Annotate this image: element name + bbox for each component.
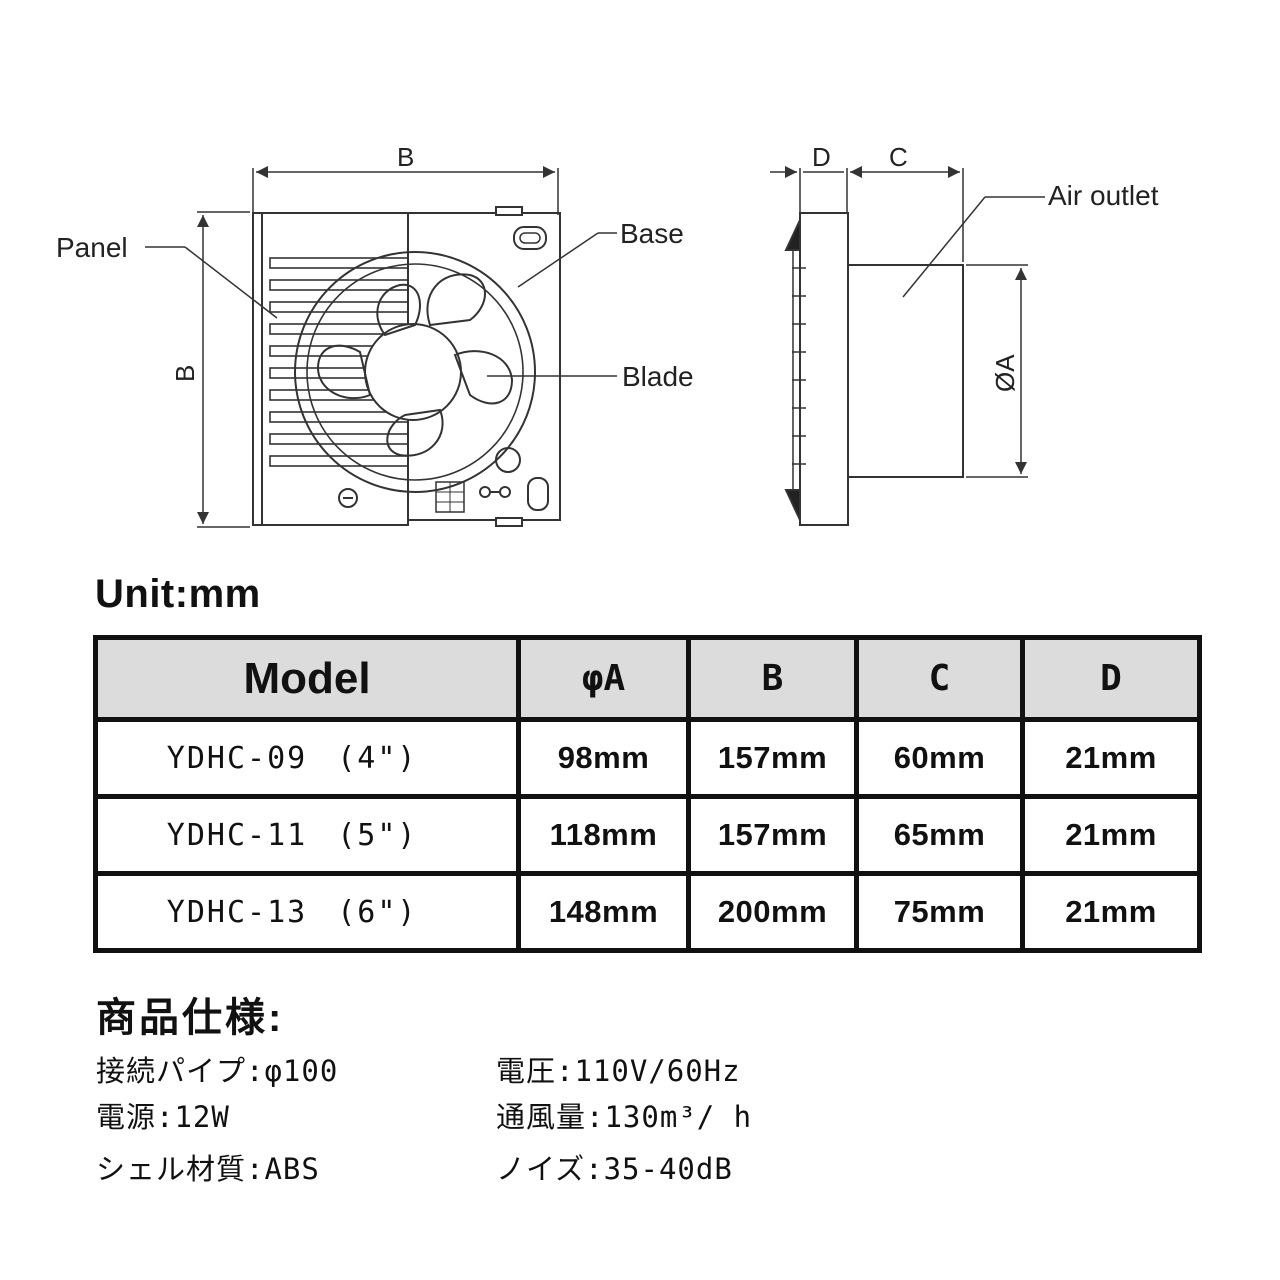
spec-pipe: 接続パイプ:φ100 [96, 1054, 339, 1088]
spec-power: 電源:12W [96, 1100, 230, 1134]
header-d: D [1020, 635, 1202, 722]
spec-noise: ノイズ:35-40dB [496, 1152, 733, 1186]
cell-b: 157mm [686, 794, 859, 876]
front-dim-left-label: B [170, 365, 200, 382]
table-row: YDHC-11 (5") 118mm 157mm 65mm 21mm [93, 794, 1202, 876]
unit-label: Unit:mm [95, 572, 261, 616]
cell-d: 21mm [1020, 794, 1202, 876]
header-model: Model [93, 635, 521, 722]
dimension-table: Model φA B C D YDHC-09 (4") 98mm 157mm 60… [93, 635, 1202, 953]
cell-d: 21mm [1020, 717, 1202, 799]
cell-b: 200mm [686, 871, 859, 953]
model-size: (5") [337, 817, 418, 853]
spec-material: シェル材質:ABS [96, 1152, 320, 1186]
front-view [145, 166, 617, 528]
cell-c: 75mm [854, 871, 1025, 953]
table-row: YDHC-13 (6") 148mm 200mm 75mm 21mm [93, 871, 1202, 953]
cell-c: 65mm [854, 794, 1025, 876]
cell-d: 21mm [1020, 871, 1202, 953]
label-air-outlet: Air outlet [1048, 180, 1159, 211]
label-blade: Blade [622, 361, 694, 392]
side-view [770, 166, 1045, 526]
header-b: B [686, 635, 859, 722]
header-a: φA [516, 635, 691, 722]
cell-c: 60mm [854, 717, 1025, 799]
model-cell: YDHC-13 (6") [93, 871, 521, 953]
table-row: YDHC-09 (4") 98mm 157mm 60mm 21mm [93, 717, 1202, 799]
model-name: YDHC-13 [166, 894, 308, 930]
label-base: Base [620, 218, 684, 249]
model-name: YDHC-09 [166, 740, 308, 776]
side-dim-d-label: D [812, 142, 831, 172]
side-dim-a-label: ØA [990, 354, 1020, 392]
spec-voltage: 電圧:110V/60Hz [496, 1054, 741, 1088]
model-name: YDHC-11 [166, 817, 308, 853]
cell-a: 148mm [516, 871, 691, 953]
spec-airflow: 通風量:130m³/ h [496, 1100, 753, 1134]
header-c: C [854, 635, 1025, 722]
front-dim-top-label: B [397, 142, 414, 172]
label-panel: Panel [56, 232, 128, 263]
table-header-row: Model φA B C D [93, 635, 1202, 722]
diagram: B B Panel Base Blade [56, 142, 1159, 528]
model-size: (6") [337, 894, 418, 930]
model-size: (4") [337, 740, 418, 776]
model-cell: YDHC-09 (4") [93, 717, 521, 799]
model-cell: YDHC-11 (5") [93, 794, 521, 876]
cell-b: 157mm [686, 717, 859, 799]
side-dim-c-label: C [889, 142, 908, 172]
specs-title: 商品仕様: [96, 996, 285, 1040]
cell-a: 118mm [516, 794, 691, 876]
cell-a: 98mm [516, 717, 691, 799]
